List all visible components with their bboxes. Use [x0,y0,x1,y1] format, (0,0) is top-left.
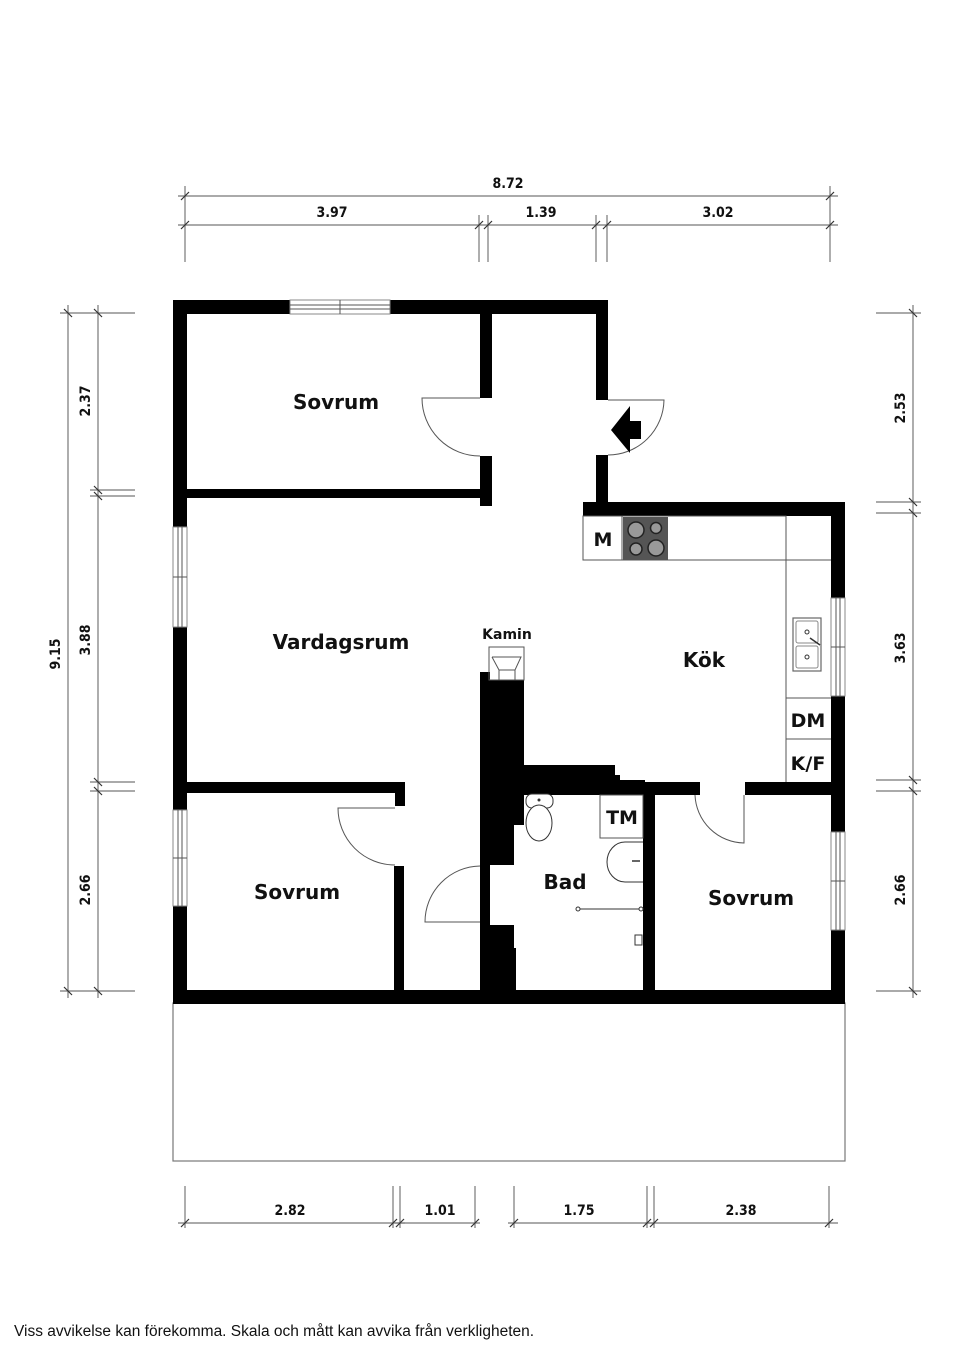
room-label-bedroom-bottom-left: Sovrum [254,880,340,904]
dim-bottom-segment: 2.82 [274,1203,305,1219]
patio-outline [172,1002,846,1162]
door-bottom-left-bedroom [337,807,396,866]
dim-top-segment: 3.02 [702,205,733,221]
window-top [289,299,391,315]
window-bedroom-right [830,831,846,931]
windows [172,299,846,931]
room-label-bedroom-top: Sovrum [293,390,379,414]
dim-right-segment: 2.66 [893,874,909,905]
disclaimer-text: Viss avvikelse kan förekomma. Skala och … [14,1323,535,1340]
dim-top-total: 8.72 [492,176,523,192]
door-top-bedroom [421,397,481,457]
washbasin-icon [606,841,643,883]
dim-left-segment: 3.88 [78,624,94,655]
window-kitchen-right [830,597,846,697]
dim-bottom-segment: 2.38 [725,1203,756,1219]
dim-right-segment: 2.53 [893,392,909,423]
door-bathroom [424,865,481,923]
window-bedroom-left [172,809,188,907]
room-label-living-room: Vardagsrum [273,630,410,654]
dim-left-total: 9.15 [48,638,64,669]
entrance-arrow-icon [611,406,641,453]
bottom-dimensions: 2.82 1.01 1.75 2.38 [178,1186,838,1228]
room-label-kitchen: Kök [683,648,726,672]
kitchen-counters [582,515,831,782]
room-label-bedroom-bottom-right: Sovrum [708,886,794,910]
dim-top-segment: 3.97 [316,205,347,221]
fixture-label-fridge-freezer: K/F [791,753,826,775]
doors [337,397,745,923]
dim-bottom-segment: 1.75 [563,1203,594,1219]
kitchen-sink-icon [792,617,822,672]
washing-machine-box [599,794,644,839]
dim-top-segment: 1.39 [525,205,556,221]
room-label-bathroom: Bad [543,870,586,894]
dim-right-segment: 3.63 [893,632,909,663]
fixture-label-fireplace: Kamin [482,627,532,643]
dim-left-segment: 2.37 [78,385,94,416]
stove-icon [623,517,668,560]
dim-bottom-segment: 1.01 [424,1203,455,1219]
dim-left-segment: 2.66 [78,874,94,905]
fireplace-icon [488,646,525,681]
toilet-icon [525,793,554,842]
right-dimensions: 2.53 3.63 2.66 [876,305,921,998]
left-dimensions: 9.15 2.37 3.88 2.66 [48,305,135,998]
door-entrance [607,399,665,456]
fixture-label-dishwasher: DM [791,710,826,732]
window-living-left [172,526,188,628]
shower-icon [575,906,644,946]
door-bottom-right-bedroom [694,794,745,844]
fixture-label-washing-machine: TM [606,807,638,829]
top-dimensions: 8.72 3.97 1.39 3.02 [178,176,838,262]
fixture-label-microwave: M [594,529,613,551]
